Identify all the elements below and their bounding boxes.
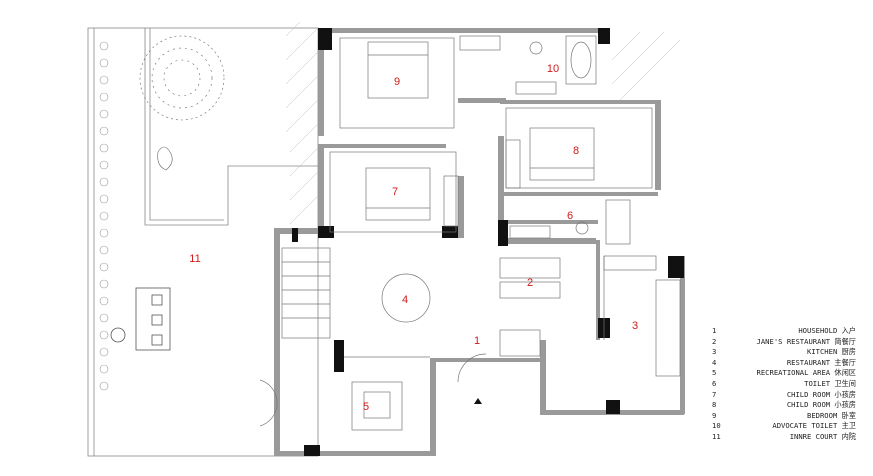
inner-court xyxy=(87,27,319,457)
room-label-11: 11 xyxy=(189,253,200,265)
room-label-1: 1 xyxy=(474,335,480,347)
hatch xyxy=(285,21,681,225)
room-label-2: 2 xyxy=(527,277,533,289)
room-label-7: 7 xyxy=(392,186,398,198)
room-label-9: 9 xyxy=(394,76,400,88)
tree-canopy xyxy=(139,35,225,171)
outdoor-table xyxy=(110,287,171,351)
room-label-6: 6 xyxy=(567,210,573,222)
entrance-arrow xyxy=(474,398,482,404)
walls-dark xyxy=(292,28,684,456)
room-label-4: 4 xyxy=(402,294,408,306)
room-label-10: 10 xyxy=(547,63,559,75)
interior-lines xyxy=(259,35,681,431)
walls xyxy=(274,28,685,456)
room-label-8: 8 xyxy=(573,145,579,157)
room-labels: 9 10 8 7 6 11 2 4 3 1 5 xyxy=(189,63,638,413)
room-label-5: 5 xyxy=(363,401,369,413)
hedge-plants xyxy=(99,41,109,391)
room-label-3: 3 xyxy=(632,320,638,332)
